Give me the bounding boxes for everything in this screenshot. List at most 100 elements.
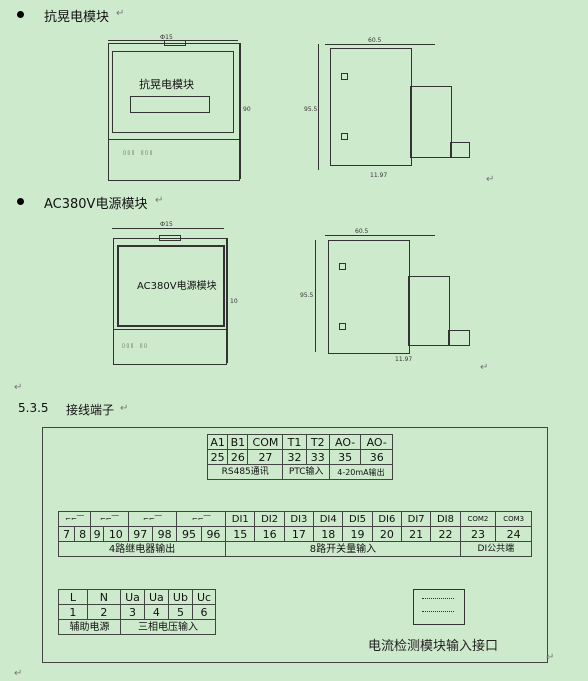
relay-contact-icon: ⌐⌐‾‾ [127,511,178,527]
table-cell: DI4 [313,511,344,527]
table-cell: 25 [206,449,229,465]
table-cell: 32 [282,449,307,465]
table-cell: T2 [305,434,330,450]
table-cell: DI7 [401,511,432,527]
module1-rail-dim: 11.97 [370,172,388,179]
group-label: 三相电压输入 [120,619,216,635]
group-label: 4-20mA输出 [328,464,394,480]
module2-rail-dim: 11.97 [395,356,413,363]
table-cell: 17 [283,526,315,542]
table-cell: 97 [127,526,153,542]
module2-side-step [408,276,450,346]
group-label: RS485通讯 [206,464,284,480]
table-cell: Ua [143,589,169,605]
table-cell: AO- [360,434,393,450]
module2-terminal-marks: ▯ ▯ ▯ ▯ ▯ [122,343,147,349]
table-cell: DI6 [371,511,403,527]
table-row: L N Ua Ua Ub Uc [58,589,216,605]
table-cell: 10 [103,526,129,542]
table-cell: 3 [120,604,145,620]
table-cell: 4 [143,604,169,620]
table-cell: 23 [459,526,497,542]
module1-led-1 [341,73,348,80]
module2-front-view: AC380V电源模块 ▯ ▯ ▯ ▯ ▯ [113,235,227,365]
paragraph-mark-icon: ↵ [14,382,23,393]
table-row: 4路继电器输出 8路开关量输入 DI公共端 [57,541,533,557]
table-cell: 95 [176,526,202,542]
relay-contact-icon: ⌐⌐‾‾ [57,511,92,527]
table-cell: 9 [90,526,105,542]
group-label: 辅助电源 [57,619,122,635]
table-row: ⌐⌐‾‾ ⌐⌐‾‾ ⌐⌐‾‾ ⌐⌐‾‾ DI1 DI2 DI3 DI4 DI5 … [57,511,532,527]
table-cell: 27 [247,449,284,465]
module2-side-height-dim: 95.5 [300,292,314,299]
table-cell: 5 [167,604,194,620]
module1-side-clip [450,142,470,158]
table-cell: COM [247,434,284,450]
module1-side-height-dim: 95.5 [304,106,318,113]
table-cell: 2 [86,604,122,620]
module2-width-dim: Ф15 [160,221,173,228]
table-cell: DI1 [225,511,256,527]
group-label: PTC输入 [282,464,330,480]
section3-title: 接线端子 [66,403,115,417]
module2-panel-label: AC380V电源模块 [137,281,217,292]
module2-top-tab [159,235,181,241]
table-row: 辅助电源 三相电压输入 [57,619,216,635]
paragraph-mark-icon: ↵ [486,174,495,185]
module1-display [130,96,210,113]
table-row: 1 2 3 4 5 6 [58,604,216,620]
group-label: 4路继电器输出 [57,541,227,557]
table-cell: 26 [227,449,249,465]
table-cell: COM3 [495,511,532,527]
table-cell: 33 [305,449,330,465]
ct-connector-pins [422,598,454,612]
table-cell: 19 [342,526,373,542]
top-terminal-table: A1 B1 COM T1 T2 AO- AO- 25 26 27 32 33 3… [206,434,394,480]
table-cell: COM2 [459,511,497,527]
module2-side-clip [448,330,470,346]
table-cell: 1 [58,604,88,620]
module2-width-line [112,228,224,229]
table-cell: 36 [360,449,393,465]
table-cell: DI8 [430,511,461,527]
section3-number: 5.3.5 [18,401,49,415]
section1-title: 抗晃电模块 [44,10,110,25]
paragraph-mark-icon: ↵ [480,362,489,373]
module1-width-dim: Ф15 [160,34,173,41]
module1-led-2 [341,133,348,140]
module2-divider [114,329,226,330]
table-cell: 22 [430,526,461,542]
relay-contact-icon: ⌐⌐‾‾ [176,511,227,527]
table-cell: A1 [206,434,229,450]
relay-contact-icon: ⌐⌐‾‾ [90,511,129,527]
table-cell: L [58,589,88,605]
table-cell: N [86,589,122,605]
table-cell: AO- [328,434,362,450]
module1-terminal-marks: ▯ ▯ ▯ ▯ ▯ ▯ [123,150,153,156]
ct-caption: 电流检测模块输入接口 [368,639,499,654]
table-row: A1 B1 COM T1 T2 AO- AO- [206,434,393,450]
paragraph-mark-icon: ↵ [116,8,125,19]
paragraph-mark-icon: ↵ [546,652,555,663]
module1-front-view: 抗晃电模块 ▯ ▯ ▯ ▯ ▯ ▯ [108,40,240,181]
module2-side-view [328,240,410,354]
bullet-icon [17,198,24,205]
table-row: 25 26 27 32 33 35 36 [206,449,393,465]
table-cell: DI5 [342,511,373,527]
module2-side-width-line [325,235,435,236]
section2-title: AC380V电源模块 [44,197,148,212]
module1-panel: 抗晃电模块 [112,51,234,133]
module1-side-width-line [325,44,435,45]
module2-panel: AC380V电源模块 [117,245,225,327]
table-cell: 16 [254,526,285,542]
table-cell: 20 [371,526,403,542]
module2-height-line [227,238,228,363]
table-cell: 24 [495,526,532,542]
middle-terminal-table: ⌐⌐‾‾ ⌐⌐‾‾ ⌐⌐‾‾ ⌐⌐‾‾ DI1 DI2 DI3 DI4 DI5 … [57,511,533,557]
table-cell: DI3 [283,511,315,527]
module1-divider [109,139,239,140]
power-terminal-table: L N Ua Ua Ub Uc 1 2 3 4 5 6 辅助电源 三相电压输入 [57,589,216,635]
table-cell: 18 [313,526,344,542]
paragraph-mark-icon: ↵ [120,403,129,414]
